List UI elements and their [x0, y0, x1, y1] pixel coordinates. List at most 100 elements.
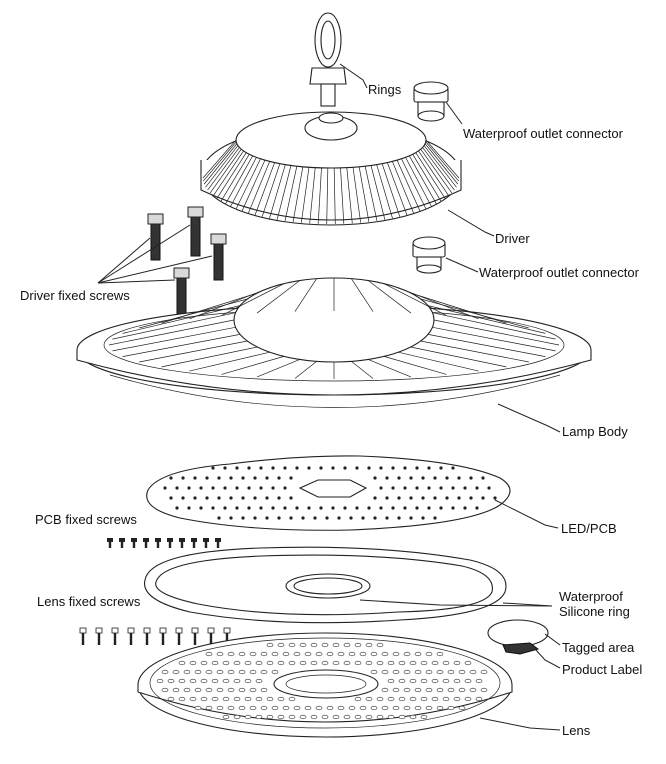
driver-fin	[209, 148, 242, 194]
label-waterproof-outlet-connector-top: Waterproof outlet connector	[463, 126, 623, 141]
driver-fin	[392, 161, 414, 214]
lens-screw-shank	[225, 633, 229, 645]
lens-optic	[238, 705, 246, 711]
led-dot	[247, 486, 251, 490]
lens-optic	[425, 651, 433, 657]
driver-fin	[225, 155, 253, 205]
driver-fin	[326, 167, 329, 224]
lens-optic	[436, 651, 444, 657]
label-led-pcb: LED/PCB	[561, 521, 617, 536]
led-dot	[259, 506, 263, 510]
pcb-screw-head	[119, 538, 125, 542]
driver-fin	[424, 143, 459, 185]
lamp-fin	[221, 356, 285, 375]
lens-screw-head	[127, 627, 135, 634]
driver-fin	[396, 159, 421, 212]
lens-optic	[354, 660, 362, 666]
lens-optic	[326, 651, 334, 657]
led-dot	[265, 476, 269, 480]
lens-optic	[376, 696, 384, 702]
pcb-screw-shank	[120, 542, 124, 548]
led-dot	[277, 496, 281, 500]
lens-optic	[304, 651, 312, 657]
lens-optic	[420, 678, 428, 684]
driver-fin	[317, 167, 322, 224]
lens-optic	[321, 642, 329, 648]
lens-optic	[233, 660, 241, 666]
led-dot	[277, 476, 281, 480]
led-dot	[169, 496, 173, 500]
lens-optic	[464, 678, 472, 684]
led-dot	[469, 476, 473, 480]
lens-screw-shank	[177, 633, 181, 645]
lens-optic	[420, 696, 428, 702]
outlet-connector-top-part	[413, 81, 449, 122]
lens-screw-head	[111, 627, 119, 634]
led-dot	[271, 506, 275, 510]
led-dot	[295, 506, 299, 510]
driver-fin	[352, 167, 362, 223]
driver-fin	[216, 152, 247, 199]
driver-fin	[340, 167, 345, 224]
led-dot	[343, 506, 347, 510]
lens-optic	[178, 696, 186, 702]
driver-fin	[422, 147, 455, 191]
lens-optic	[343, 660, 351, 666]
led-dot	[463, 486, 467, 490]
led-dot	[421, 496, 425, 500]
driver-fin	[358, 166, 370, 222]
lens-optic	[238, 669, 246, 675]
led-dot	[475, 486, 479, 490]
lens-optic	[233, 714, 241, 720]
lens-optic	[205, 705, 213, 711]
led-dot	[343, 466, 347, 470]
led-dot	[181, 496, 185, 500]
lens-optic	[271, 651, 279, 657]
led-dot	[415, 506, 419, 510]
led-dot	[439, 486, 443, 490]
lens-optic	[189, 678, 197, 684]
led-dot	[259, 486, 263, 490]
led-dot	[433, 496, 437, 500]
led-dot	[229, 516, 233, 520]
lens-optic	[469, 687, 477, 693]
lens-optic	[480, 669, 488, 675]
led-dot	[241, 496, 245, 500]
lamp-fin	[420, 298, 529, 329]
led-dot	[415, 466, 419, 470]
led-dot	[403, 506, 407, 510]
led-dot	[451, 486, 455, 490]
lens-optic	[453, 678, 461, 684]
lamp-fin	[122, 305, 241, 334]
led-dot	[289, 476, 293, 480]
lens-optic	[277, 714, 285, 720]
pcb-screw-shank	[180, 542, 184, 548]
lens-optic	[398, 714, 406, 720]
lens-optic	[172, 669, 180, 675]
led-dot	[235, 506, 239, 510]
led-pcb-part	[146, 455, 511, 531]
led-dot	[361, 516, 365, 520]
lens-optic	[381, 651, 389, 657]
led-dot	[235, 466, 239, 470]
led-dot	[481, 476, 485, 480]
lens-optic	[315, 651, 323, 657]
driver-fin	[425, 141, 459, 182]
label-lens-fixed-screws: Lens fixed screws	[37, 594, 141, 609]
lens-optic	[271, 669, 279, 675]
lamp-fin	[294, 361, 317, 379]
label-waterproof-silicone-ring-line2: Silicone ring	[559, 604, 630, 619]
led-dot	[373, 496, 377, 500]
lens-optic	[321, 714, 329, 720]
lens-optic	[354, 714, 362, 720]
led-dot	[409, 516, 413, 520]
lens-optic	[359, 651, 367, 657]
product-label-part	[502, 642, 540, 655]
led-dot	[265, 496, 269, 500]
lamp-fin	[432, 312, 556, 340]
pcb-screw-head	[167, 538, 173, 542]
lens-optic	[332, 714, 340, 720]
lens-optic	[227, 705, 235, 711]
led-dot	[235, 486, 239, 490]
label-rings: Rings	[368, 82, 402, 97]
